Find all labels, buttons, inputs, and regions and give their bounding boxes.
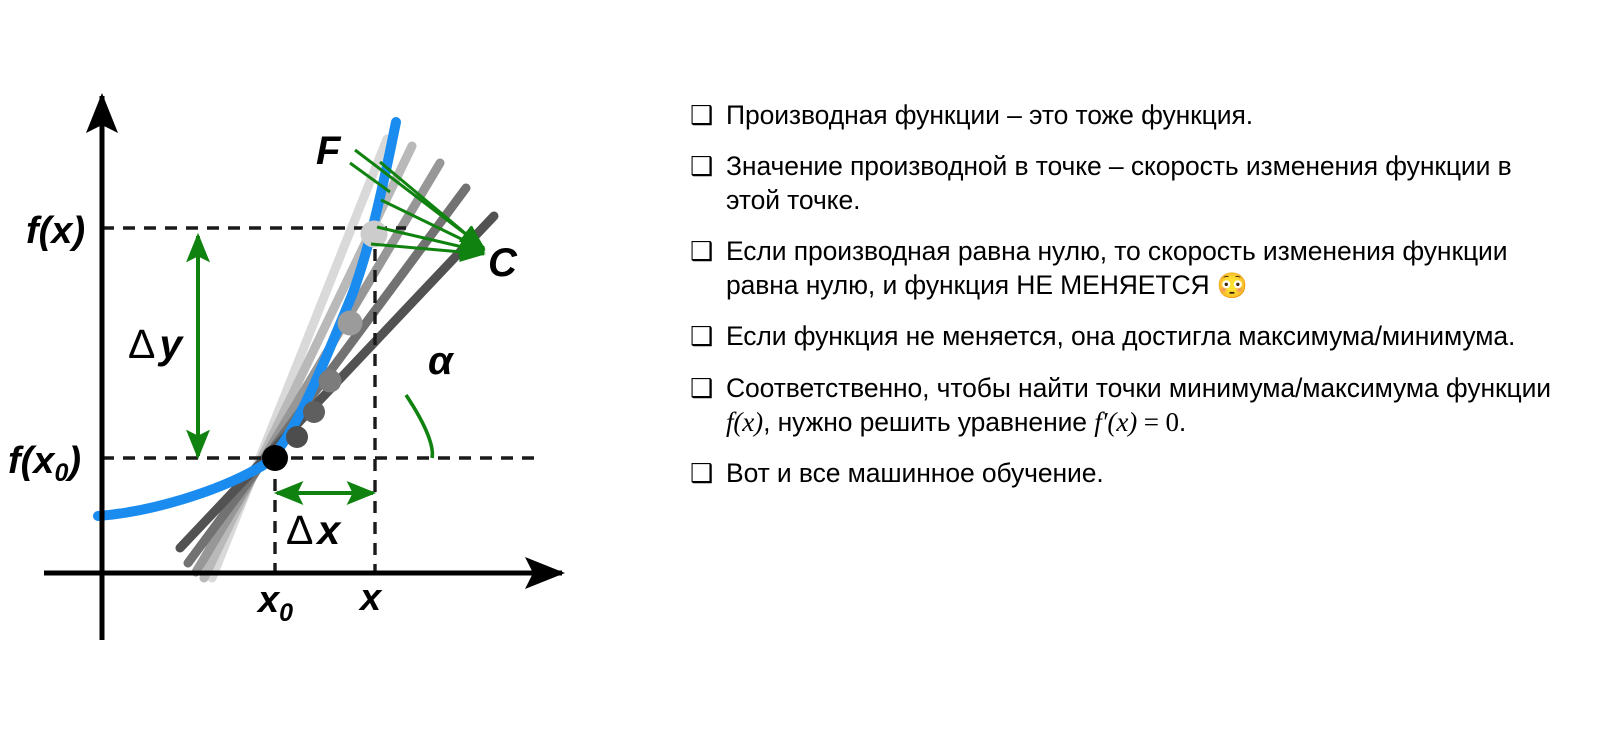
label-x0-sub: 0 — [279, 599, 293, 627]
label-f-x0-sub: 0 — [54, 459, 68, 487]
text-run: Производная функции – это тоже функция. — [726, 100, 1253, 130]
bullet-item: ❑ Производная функции – это тоже функция. — [690, 98, 1570, 132]
text-run: Вот и все машинное обучение. — [726, 458, 1104, 489]
text-run: Если функция не меняется, она достигла м… — [726, 321, 1516, 352]
bullet-text: Значение производной в точке – скорость … — [726, 149, 1570, 217]
checkbox-square-icon: ❑ — [690, 100, 714, 130]
curve-label-pointer — [349, 161, 391, 194]
text-run: Если производная равна нулю, то скорость… — [726, 236, 1508, 301]
guide-lines-group — [102, 226, 540, 572]
bullet-text: Производная функции – это тоже функция. — [726, 98, 1570, 132]
bullet-item: ❑ Если функция не меняется, она достигла … — [690, 319, 1570, 353]
bullet-item: ❑ Соответственно, чтобы найти точки миним… — [690, 371, 1570, 440]
secant-point-2 — [337, 310, 363, 336]
derivative-diagram-svg: f(x) f(x0) x0 x Δy Δx F C α — [8, 93, 565, 640]
checkbox-square-icon: ❑ — [690, 321, 714, 352]
label-delta-y: Δy — [128, 321, 184, 367]
bullet-text: Если производная равна нулю, то скорость… — [726, 234, 1570, 302]
derivative-diagram: f(x) f(x0) x0 x Δy Δx F C α — [0, 0, 640, 738]
label-curve-F: F — [316, 129, 342, 173]
label-delta-x: Δx — [286, 507, 342, 553]
delta-y-symbol: Δ — [128, 321, 155, 367]
angle-alpha-arc — [404, 394, 435, 459]
checkbox-square-icon: ❑ — [690, 151, 714, 182]
bullet-item: ❑ Если производная равна нулю, то скорост… — [690, 234, 1570, 302]
label-f-x0-close: ) — [64, 440, 81, 482]
bullet-item: ❑ Вот и все машинное обучение. — [690, 456, 1570, 490]
label-secant-C: C — [488, 241, 518, 285]
bullet-text: Соответственно, чтобы найти точки миниму… — [726, 371, 1570, 440]
bullet-item: ❑ Значение производной в точке – скорость… — [690, 149, 1570, 217]
label-f-x: f(x) — [26, 210, 85, 252]
inline-math-upright: = 0 — [1137, 406, 1179, 437]
text-run: Соответственно, чтобы найти точки миниму… — [726, 372, 1551, 403]
delta-x-symbol: Δ — [286, 507, 313, 553]
text-run: Значение производной в точке – скорость … — [726, 151, 1512, 216]
label-angle-alpha: α — [428, 339, 455, 383]
label-f-x0: f(x0) — [8, 440, 81, 487]
inline-math: f(x) — [726, 406, 764, 437]
label-x0: x0 — [256, 579, 293, 627]
secant-point-4 — [303, 401, 325, 423]
delta-x-var: x — [315, 507, 342, 553]
bullet-text: Если функция не меняется, она достигла м… — [726, 319, 1570, 353]
label-f-x0-main: f(x — [8, 440, 56, 482]
secant-label-pointers — [354, 148, 486, 263]
flushed-face-emoji: 😳 — [1216, 272, 1248, 301]
checkbox-square-icon: ❑ — [690, 372, 714, 403]
label-x: x — [358, 577, 383, 619]
secant-point-5 — [286, 426, 308, 448]
inline-math: f′(x) — [1094, 406, 1138, 437]
checkbox-square-icon: ❑ — [690, 236, 714, 267]
delta-y-var: y — [157, 321, 184, 367]
curve-points-group — [262, 220, 388, 471]
function-curve — [93, 117, 401, 521]
text-run: . — [1178, 406, 1187, 437]
checkbox-square-icon: ❑ — [690, 458, 714, 489]
text-run: , нужно решить уравнение — [763, 406, 1095, 437]
tangency-point — [262, 445, 288, 471]
label-x0-main: x — [256, 579, 281, 621]
secant-point-3 — [318, 369, 342, 393]
bullet-list: ❑ Производная функции – это тоже функция.… — [690, 98, 1570, 508]
bullet-text: Вот и все машинное обучение. — [726, 456, 1570, 490]
